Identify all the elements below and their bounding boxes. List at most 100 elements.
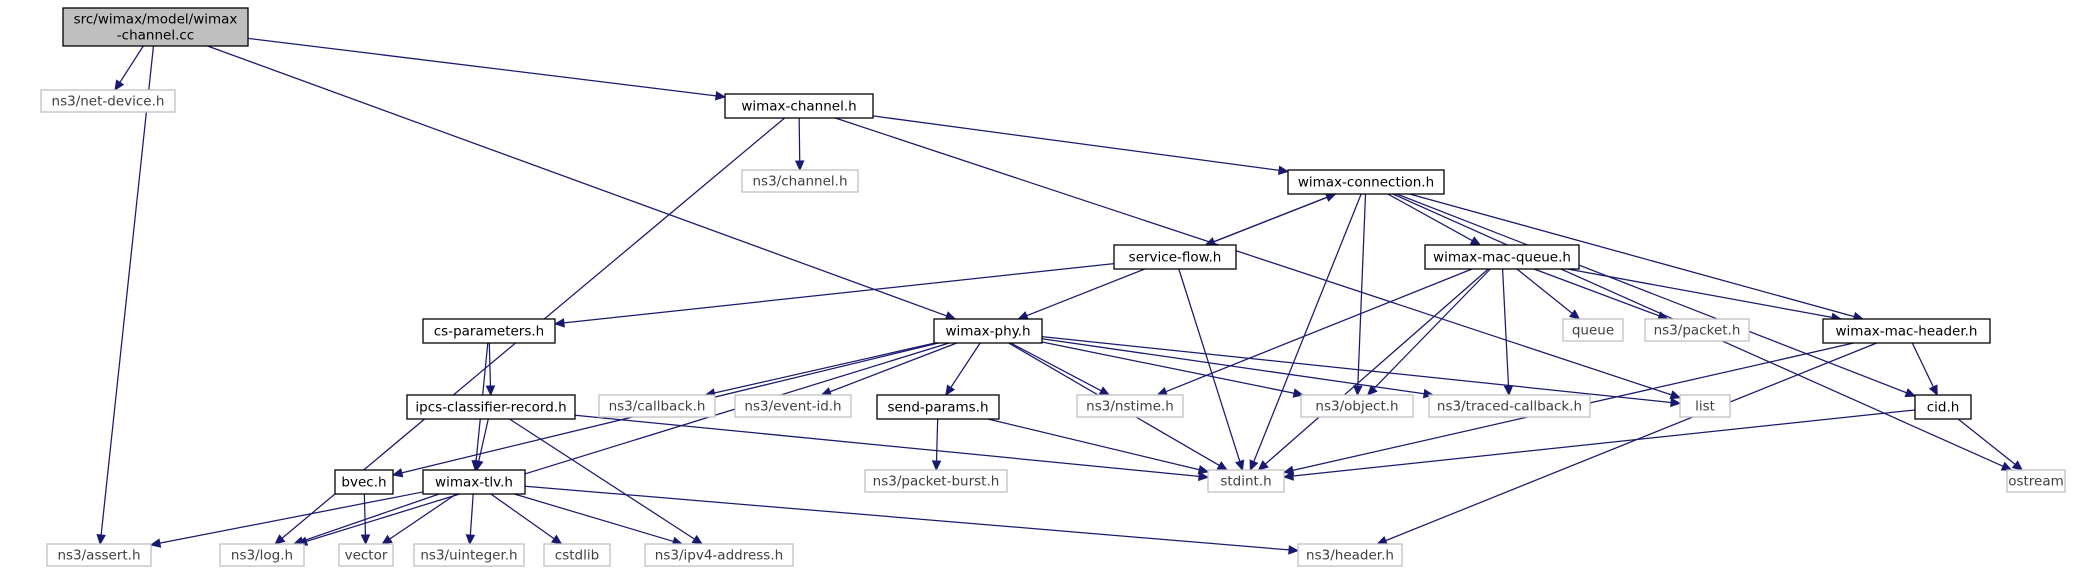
node-box [1287,169,1445,195]
node-ostream: ostream [2006,469,2066,493]
node-csparams[interactable]: cs-parameters.h [422,318,556,344]
edge-arrowhead [1017,311,1029,320]
edge-sflow-to-wphy [1017,268,1145,320]
edge-line [574,414,1200,478]
node-box [876,394,1000,420]
edge-wtlv-to-cstdlib [490,493,563,545]
edge-sflow-to-wconn [1205,193,1337,246]
edge-arrowhead [1904,388,1917,398]
node-traced: ns3/traced-callback.h [1428,394,1591,418]
node-packetburst: ns3/packet-burst.h [864,469,1008,493]
edge-macqueue-to-object [1366,268,1491,396]
node-box [864,469,1008,493]
node-sflow[interactable]: service-flow.h [1113,244,1237,270]
edge-line [1516,268,1573,314]
edge-arrowhead [931,460,942,472]
node-box [406,394,576,420]
node-label: ns3/log.h [231,548,293,564]
edge-line [935,418,939,462]
edge-line [389,493,457,540]
node-nstime: ns3/nstime.h [1076,394,1184,418]
edge-line [524,485,1290,551]
edge-arrowhead [1235,459,1245,472]
edge-arrowhead [114,79,125,92]
node-sendparams[interactable]: send-params.h [876,394,1000,420]
edge-line [490,493,555,540]
edge-line [1396,193,1907,394]
edge-line [119,45,144,83]
node-box [1076,394,1184,418]
edge-line [306,342,950,542]
node-label: bvec.h [341,475,386,491]
edge-line [469,493,474,536]
edge-arrowhead [1503,385,1514,397]
node-box [734,394,852,418]
edge-arrowhead [274,534,286,545]
node-stdint: stdint.h [1207,469,1285,493]
node-box [1428,394,1591,418]
edge-arrowhead [1422,388,1435,399]
edge-sendparams-to-packetburst [931,418,942,472]
edge-line [1253,193,1362,462]
edge-arrowhead [553,318,565,328]
node-label: wimax-mac-queue.h [1433,250,1571,266]
edge-wphy-to-callback [704,342,936,398]
node-box [1822,318,1991,344]
node-log: ns3/log.h [219,543,305,567]
edge-line [1041,336,1672,404]
edge-arrowhead [714,91,727,101]
node-box [334,469,394,495]
node-label: wimax-phy.h [945,324,1030,340]
edge-arrowhead [1366,384,1378,396]
node-object: ns3/object.h [1300,394,1414,418]
edge-line [509,418,695,540]
node-cid[interactable]: cid.h [1914,394,1972,420]
edge-wtlv-to-vector [381,493,457,545]
edge-line [1385,342,1877,542]
edge-arrowhead [550,534,563,545]
edge-line [159,491,424,544]
edge-wchannel-to-list [835,117,1682,400]
edge-line [1357,193,1367,387]
edge-arrowhead [1216,461,1229,471]
edge-arrowhead [1669,390,1682,400]
node-machdr[interactable]: wimax-mac-header.h [1822,318,1991,344]
node-label: ns3/assert.h [57,548,140,564]
node-eventid: ns3/event-id.h [734,394,852,418]
node-ipcs[interactable]: ipcs-classifier-record.h [406,394,576,420]
edge-line [1533,268,1660,317]
edge-line [488,342,492,387]
node-wchannel[interactable]: wimax-channel.h [724,93,874,119]
node-wconn[interactable]: wimax-connection.h [1287,169,1445,195]
edge-sflow-to-stdint [1178,268,1245,472]
node-label: ns3/object.h [1315,399,1398,415]
edge-wtlv-to-ipv4 [514,493,684,546]
edge-arrowhead [2011,460,2024,471]
edge-line [100,45,155,536]
node-box [219,543,305,567]
node-label: ns3/callback.h [609,399,706,415]
edge-macqueue-to-stdint [1257,268,1489,471]
node-wphy[interactable]: wimax-phy.h [933,318,1043,344]
node-wtlv[interactable]: wimax-tlv.h [422,469,526,495]
node-label: ns3/ipv4-address.h [655,548,783,564]
edge-cid-to-stdint [1282,409,1916,481]
edge-arrowhead [1324,193,1337,202]
edge-wtlv-to-log [292,493,440,546]
edge-wtlv-to-assert [149,491,424,548]
edge-wchannel-to-wconn [872,115,1290,176]
node-src[interactable]: src/wimax/model/wimax-channel.cc [62,7,249,47]
edge-arrowhead [1257,460,1269,471]
edge-arrowhead [474,459,484,472]
node-label: ns3/traced-callback.h [1437,399,1582,415]
edge-arrowhead [1098,386,1111,396]
edge-arrowhead [1469,236,1482,246]
edge-arrowhead [2000,461,2013,471]
edge-src-to-netdevice [114,45,144,92]
node-bvec[interactable]: bvec.h [334,469,394,495]
edge-wconn-to-stdint [1249,193,1362,472]
node-ipv4: ns3/ipv4-address.h [644,543,794,567]
edge-bvec-to-vector [360,493,371,546]
node-macqueue[interactable]: wimax-mac-queue.h [1424,244,1580,270]
edge-line [1911,342,1934,388]
